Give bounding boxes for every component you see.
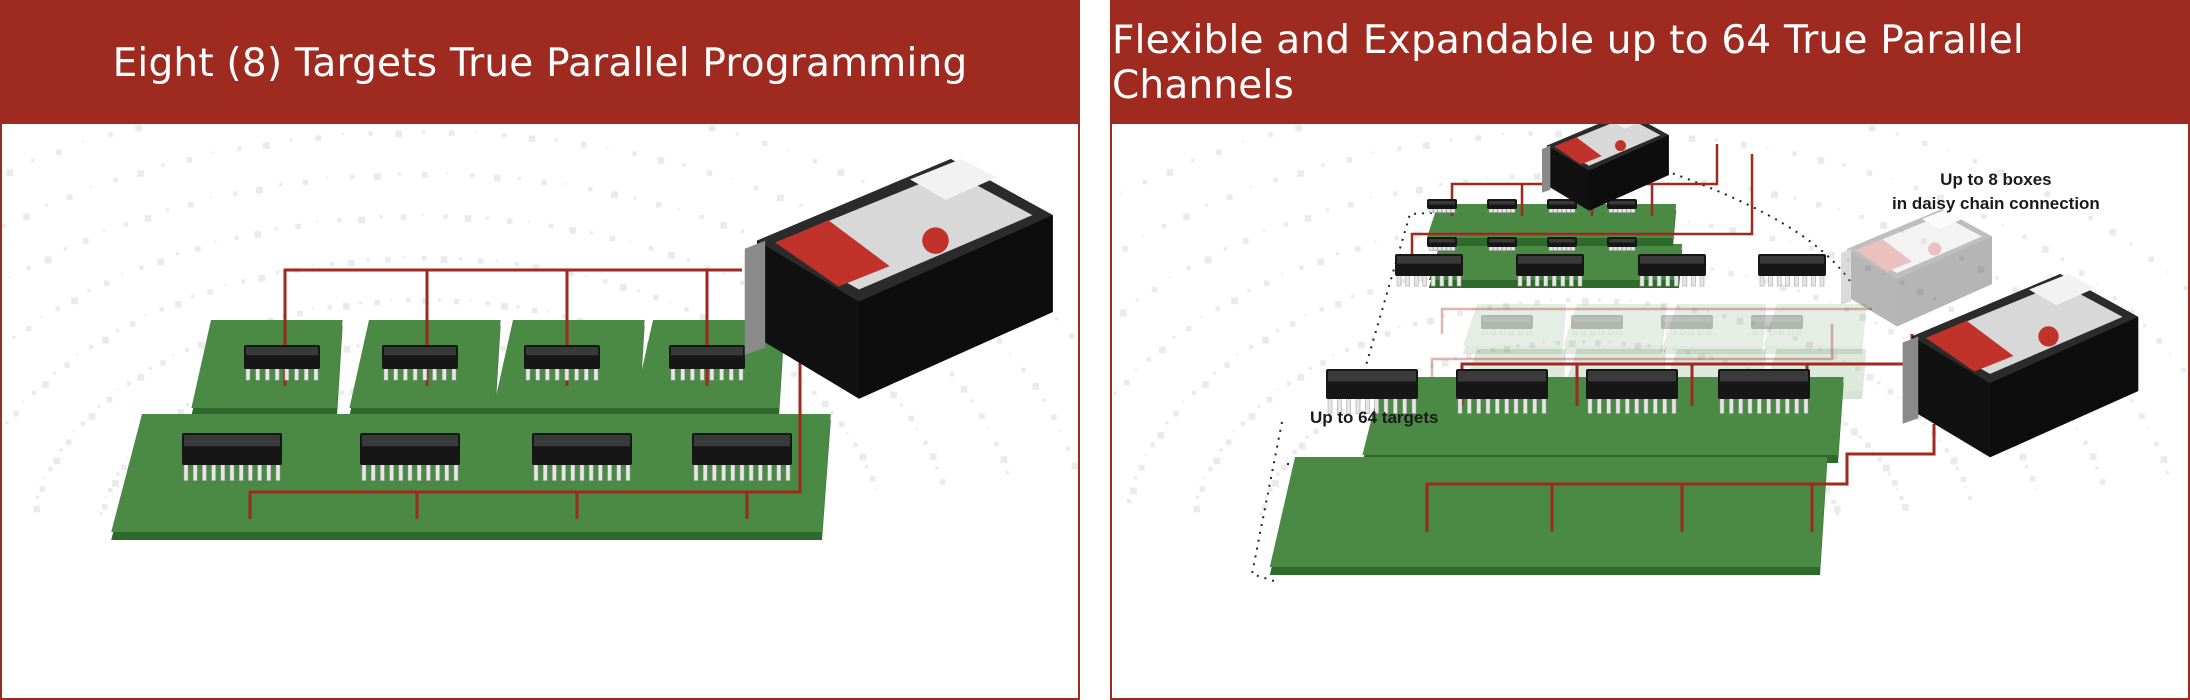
panel-title: Eight (8) Targets True Parallel Programm… xyxy=(2,2,1078,124)
boxes-callout: Up to 8 boxes in daisy chain connection xyxy=(1892,168,2100,216)
wire xyxy=(1425,424,1936,532)
programmer-box-icon xyxy=(1902,274,2139,458)
pcb-board-icon xyxy=(1763,304,1866,354)
wire xyxy=(1410,154,1754,256)
targets-bracket xyxy=(1361,208,1513,380)
boxes-callout-line1: Up to 8 boxes xyxy=(1940,170,2052,189)
parallel-programming-diagram xyxy=(2,124,1078,540)
ic-chip-icon xyxy=(382,345,458,381)
programmer-box-icon xyxy=(1541,124,1669,211)
ic-chip-icon xyxy=(1758,254,1826,287)
programmer-box-icon xyxy=(1841,209,1992,327)
ic-chip-icon xyxy=(1547,237,1577,251)
pcb-board-icon xyxy=(1663,304,1766,354)
ic-chip-icon xyxy=(1516,254,1584,287)
panel-illustration: Up to 8 boxes in daisy chain connection … xyxy=(1112,124,2188,698)
pcb-board-icon xyxy=(1563,304,1666,354)
ic-chip-icon xyxy=(1395,254,1463,287)
ic-chip-icon xyxy=(1586,369,1678,414)
pcb-board-icon xyxy=(1269,457,1440,575)
daisy-chain-dots xyxy=(1596,147,1853,285)
ic-chip-icon xyxy=(1607,237,1637,251)
pcb-board-icon xyxy=(1463,304,1566,354)
ic-chip-icon xyxy=(244,345,320,381)
ic-chip-icon xyxy=(360,433,460,481)
panel-illustration xyxy=(2,124,1078,698)
ic-chip-icon xyxy=(182,433,282,481)
ic-chip-icon xyxy=(532,433,632,481)
ic-chip-icon xyxy=(1427,199,1457,213)
panel-expandable-channels: Flexible and Expandable up to 64 True Pa… xyxy=(1110,0,2190,700)
ic-chip-icon xyxy=(1718,369,1810,414)
ic-chip-icon xyxy=(1427,237,1457,251)
ic-chip-icon xyxy=(1661,315,1713,335)
ic-chip-icon xyxy=(1638,254,1706,287)
scene xyxy=(111,159,1053,540)
ic-chip-icon xyxy=(524,345,600,381)
ic-chip-icon xyxy=(1547,199,1577,213)
wire xyxy=(1440,307,1872,334)
panel-title: Flexible and Expandable up to 64 True Pa… xyxy=(1112,2,2188,124)
ic-chip-icon xyxy=(1487,199,1517,213)
wire xyxy=(1430,324,1834,379)
scene xyxy=(1250,124,2139,583)
ic-chip-icon xyxy=(669,345,745,381)
ic-chip-icon xyxy=(1607,199,1637,213)
programmer-box-icon xyxy=(744,159,1053,399)
ic-chip-icon xyxy=(1481,315,1533,335)
panel-eight-targets: Eight (8) Targets True Parallel Programm… xyxy=(0,0,1080,700)
ic-chip-icon xyxy=(1571,315,1623,335)
targets-callout: Up to 64 targets xyxy=(1310,408,1439,427)
ic-chip-icon xyxy=(1487,237,1517,251)
ic-chip-icon xyxy=(692,433,792,481)
ic-chip-icon xyxy=(1326,369,1418,414)
ic-chip-icon xyxy=(1456,369,1548,414)
ic-chip-icon xyxy=(1751,315,1803,335)
boxes-callout-line2: in daisy chain connection xyxy=(1892,194,2100,213)
daisy-chain-diagram xyxy=(1113,124,2188,583)
